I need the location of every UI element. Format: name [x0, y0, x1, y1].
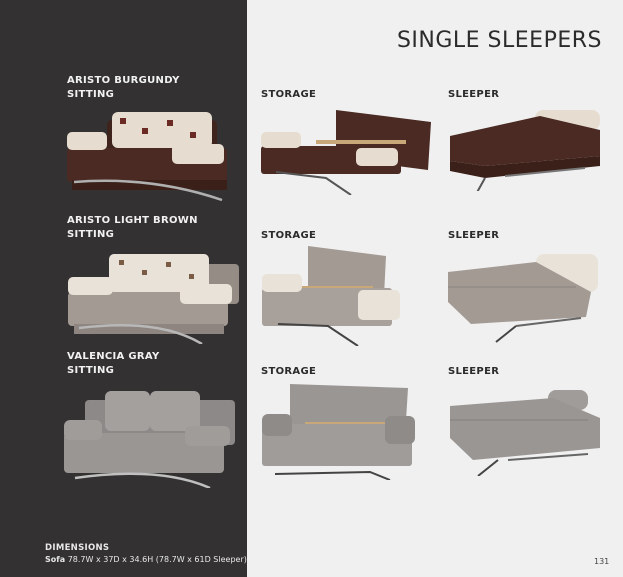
- sofa-burgundy-storage-image: [261, 110, 431, 195]
- sofa-burgundy-sitting-image: [67, 112, 227, 202]
- sofa-burgundy-sleeper-image: [450, 110, 600, 191]
- dimensions-line: Sofa 78.7W x 37D x 34.6H (78.7W x 61D Sl…: [45, 554, 247, 565]
- page-title: SINGLE SLEEPERS: [396, 28, 602, 53]
- product-name: ARISTO BURGUNDY: [67, 75, 180, 86]
- product-name: ARISTO LIGHT BROWN: [67, 215, 198, 226]
- dimensions-item: Sofa: [45, 555, 66, 564]
- row2-sleeper-label: SLEEPER: [448, 230, 500, 241]
- sofa-light-brown-sitting-image: [68, 254, 239, 344]
- row1-sleeper-label: SLEEPER: [448, 89, 500, 100]
- sofa-light-brown-storage-image: [262, 246, 400, 346]
- sofa-light-brown-sleeper-image: [448, 254, 598, 343]
- sitting-label: SITTING: [67, 365, 115, 376]
- page-number: 131: [594, 557, 610, 566]
- sitting-label: SITTING: [67, 89, 115, 100]
- dimensions-heading: DIMENSIONS: [45, 543, 110, 553]
- sofa-valencia-gray-sleeper-image: [450, 390, 600, 476]
- row3-name-label: VALENCIA GRAY SITTING: [67, 350, 159, 378]
- product-name: VALENCIA GRAY: [67, 351, 160, 362]
- sofa-valencia-gray-sitting-image: [64, 391, 235, 488]
- row3-sleeper-label: SLEEPER: [448, 366, 500, 377]
- dimensions-block: DIMENSIONS Sofa 78.7W x 37D x 34.6H (78.…: [45, 543, 247, 565]
- row2-name-label: ARISTO LIGHT BROWN SITTING: [67, 214, 198, 242]
- dimensions-value: 78.7W x 37D x 34.6H (78.7W x 61D Sleeper…: [67, 555, 247, 564]
- row1-storage-label: STORAGE: [261, 89, 317, 100]
- row1-name-label: ARISTO BURGUNDY SITTING: [67, 74, 180, 102]
- sofa-valencia-gray-storage-image: [262, 384, 415, 480]
- row2-storage-label: STORAGE: [261, 230, 317, 241]
- row3-storage-label: STORAGE: [261, 366, 317, 377]
- sitting-label: SITTING: [67, 229, 115, 240]
